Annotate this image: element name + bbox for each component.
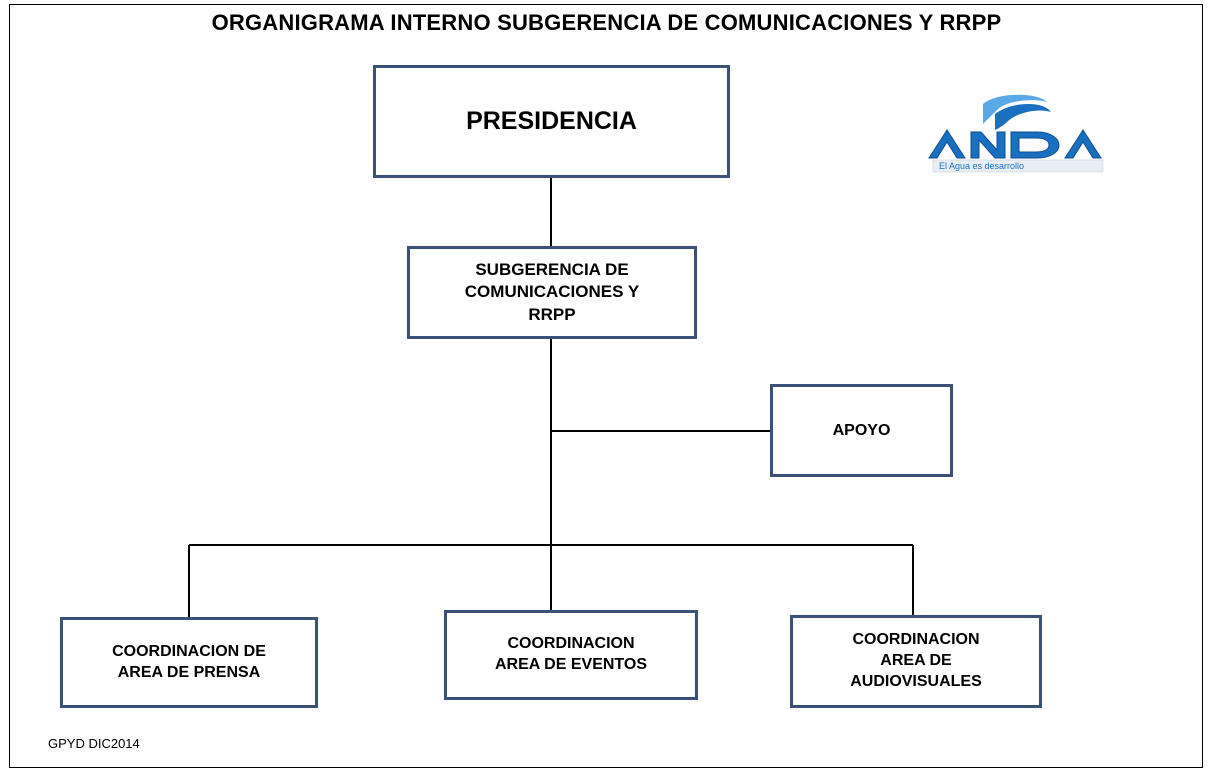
anda-logo: El Agua es desarrollo xyxy=(928,94,1104,173)
footer-code: GPYD DIC2014 xyxy=(48,736,140,751)
svg-text:El Agua es desarrollo: El Agua es desarrollo xyxy=(939,161,1024,171)
node-coordinacion-audiovisuales: COORDINACION AREA DE AUDIOVISUALES xyxy=(790,615,1042,708)
node-subgerencia: SUBGERENCIA DE COMUNICACIONES Y RRPP xyxy=(407,246,697,339)
node-coordinacion-prensa: COORDINACION DE AREA DE PRENSA xyxy=(60,617,318,708)
water-swirl-icon xyxy=(983,94,1051,130)
anda-wordmark xyxy=(928,129,1102,159)
node-apoyo: APOYO xyxy=(770,384,953,477)
node-coordinacion-eventos: COORDINACION AREA DE EVENTOS xyxy=(444,610,698,700)
node-presidencia: PRESIDENCIA xyxy=(373,65,730,178)
diagram-title: ORGANIGRAMA INTERNO SUBGERENCIA DE COMUN… xyxy=(211,10,1002,35)
